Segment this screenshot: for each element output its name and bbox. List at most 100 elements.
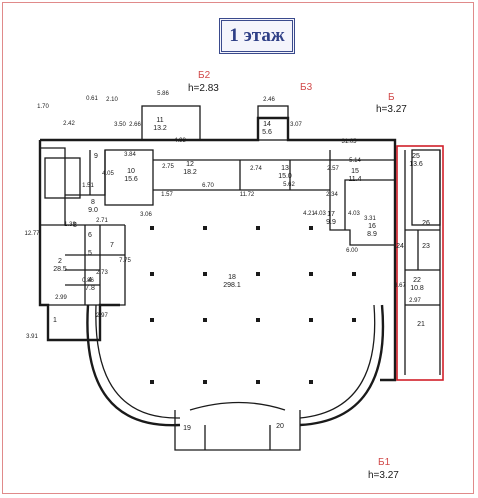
room-number: 8 bbox=[91, 199, 95, 206]
room-number: 12 bbox=[186, 161, 194, 168]
room-number: 18 bbox=[228, 274, 236, 281]
entrance-vestibule bbox=[174, 401, 301, 451]
column bbox=[256, 318, 260, 322]
dimension-label: 1.70 bbox=[37, 104, 49, 110]
corridor-walls bbox=[153, 150, 395, 246]
column bbox=[203, 272, 207, 276]
room-number: 6 bbox=[88, 232, 92, 239]
dimension-label: 3.84 bbox=[124, 152, 136, 158]
column bbox=[256, 380, 260, 384]
dimension-label: 4.05 bbox=[102, 171, 114, 177]
room-number: 26 bbox=[422, 220, 430, 227]
floor-title: 1 этаж bbox=[229, 25, 285, 46]
dimension-label: 5.62 bbox=[283, 182, 295, 188]
room-area: 15.0 bbox=[278, 173, 292, 180]
dimension-label: 2.42 bbox=[63, 121, 75, 127]
section-b2-label: Б2 bbox=[198, 70, 211, 81]
room-area: 9.9 bbox=[326, 219, 336, 226]
section-b-height: h=3.27 bbox=[376, 104, 407, 115]
dimension-label: 1.57 bbox=[161, 192, 173, 198]
room-area: 13.2 bbox=[153, 125, 167, 132]
dimension-label: 2.99 bbox=[55, 295, 67, 301]
dimension-label: 2.71 bbox=[96, 218, 108, 224]
room-number: 14 bbox=[263, 121, 271, 128]
dimension-label: 6.70 bbox=[202, 183, 214, 189]
dimension-label: 6.00 bbox=[346, 248, 358, 254]
section-b1-height: h=3.27 bbox=[368, 470, 399, 481]
highlighted-zone bbox=[396, 145, 444, 381]
column bbox=[309, 318, 313, 322]
right-rooms-walls bbox=[404, 150, 441, 375]
dimension-label: 3.06 bbox=[140, 212, 152, 218]
dimension-label: 12.77 bbox=[24, 231, 40, 237]
room-number: 10 bbox=[127, 168, 135, 175]
dimension-label: 2.46 bbox=[263, 97, 275, 103]
room-number: 2 bbox=[58, 258, 62, 265]
room-14-walls bbox=[257, 105, 289, 141]
room-number: 16 bbox=[368, 223, 376, 230]
column bbox=[203, 318, 207, 322]
dimension-label: 3.91 bbox=[26, 334, 38, 340]
floor-title-stamp: 1 этаж bbox=[219, 18, 295, 54]
room-number: 3 bbox=[73, 222, 77, 229]
room-number: 1 bbox=[53, 317, 57, 324]
room-number: 24 bbox=[396, 243, 404, 250]
dimension-label: 31.05 bbox=[341, 139, 357, 145]
dimension-label: 2.66 bbox=[129, 122, 141, 128]
room-area: 15.6 bbox=[124, 176, 138, 183]
column bbox=[150, 318, 154, 322]
room-area: 11.4 bbox=[348, 176, 361, 183]
dimension-label: 3.31 bbox=[364, 216, 376, 222]
room-area: 10.8 bbox=[410, 285, 424, 292]
room-area: 5.6 bbox=[262, 129, 272, 136]
room-number: 19 bbox=[183, 425, 191, 432]
column bbox=[309, 380, 313, 384]
room-10-walls bbox=[104, 149, 154, 206]
room-area: 9.0 bbox=[88, 207, 98, 214]
dimension-label: 1.51 bbox=[82, 183, 94, 189]
column bbox=[203, 226, 207, 230]
room-number: 11 bbox=[156, 117, 163, 124]
curved-facade-inner bbox=[95, 304, 376, 419]
column bbox=[352, 272, 356, 276]
dimension-label: 2.57 bbox=[327, 166, 339, 172]
dimension-label: 2.73 bbox=[96, 270, 108, 276]
room-11-walls bbox=[141, 105, 201, 141]
dimension-label: 2.34 bbox=[326, 192, 338, 198]
section-b3-label: Б3 bbox=[300, 82, 313, 93]
room-number: 9 bbox=[94, 153, 98, 160]
dimension-label: 7.75 bbox=[119, 258, 131, 264]
column bbox=[256, 272, 260, 276]
dimension-label: 2.97 bbox=[96, 313, 108, 319]
room-area: 8.9 bbox=[367, 231, 377, 238]
room-number: 5 bbox=[88, 250, 92, 257]
columns bbox=[150, 226, 356, 384]
dimension-label: 5.14 bbox=[349, 158, 361, 164]
room-number: 17 bbox=[327, 211, 335, 218]
dimension-label: 3.50 bbox=[114, 122, 126, 128]
column bbox=[309, 272, 313, 276]
curved-facade bbox=[86, 304, 385, 427]
dimension-label: 11.72 bbox=[240, 192, 255, 198]
room-number: 23 bbox=[422, 243, 430, 250]
room-number: 21 bbox=[417, 321, 425, 328]
section-b1-label: Б1 bbox=[378, 457, 391, 468]
dimension-label: 2.10 bbox=[106, 97, 118, 103]
column bbox=[256, 226, 260, 230]
dimension-label: 4.21 bbox=[303, 211, 315, 217]
section-b-label: Б bbox=[388, 92, 395, 103]
dimension-label: 2.74 bbox=[250, 166, 262, 172]
column bbox=[352, 318, 356, 322]
column bbox=[203, 380, 207, 384]
room-number: 22 bbox=[413, 277, 421, 284]
room-number: 13 bbox=[281, 165, 289, 172]
room-area: 13.6 bbox=[409, 161, 423, 168]
dimension-label: 4.03 bbox=[348, 211, 360, 217]
room-number: 7 bbox=[110, 242, 114, 249]
page-border bbox=[2, 2, 474, 494]
dimension-label: 4.03 bbox=[314, 211, 326, 217]
dimension-label: 2.75 bbox=[162, 164, 174, 170]
dimension-label: 1.38 bbox=[64, 222, 76, 228]
